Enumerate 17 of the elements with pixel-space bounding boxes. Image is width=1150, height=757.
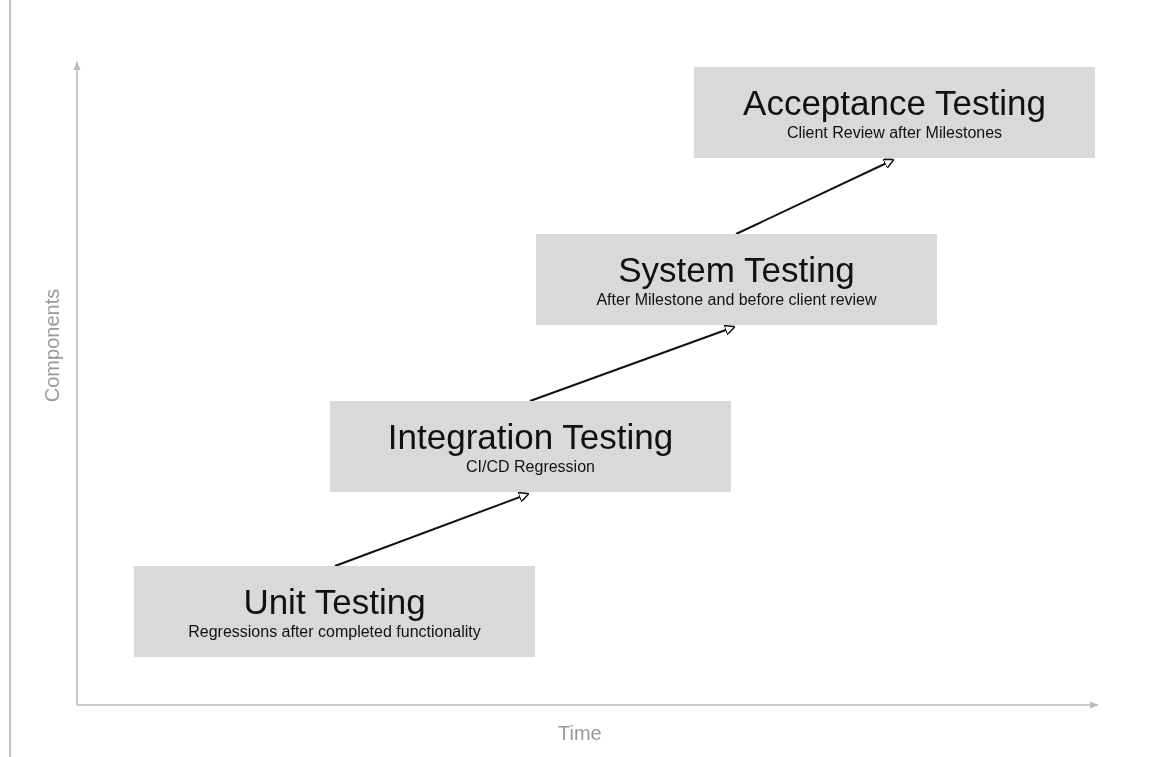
box-title: System Testing — [618, 249, 855, 290]
box-title: Acceptance Testing — [743, 82, 1046, 123]
arrow — [529, 324, 736, 402]
process-box — [536, 234, 937, 325]
box-title: Integration Testing — [387, 416, 674, 457]
box-subtitle: After Milestone and before client review — [596, 289, 877, 310]
box-title: Unit Testing — [243, 581, 426, 622]
box-subtitle: Client Review after Milestones — [786, 122, 1003, 143]
process-box — [694, 67, 1095, 158]
axis-label: Time — [558, 722, 602, 745]
axis-label: Components — [40, 288, 64, 402]
process-box — [134, 566, 535, 657]
box-subtitle: Regressions after completed functionality — [188, 621, 481, 642]
process-box — [330, 401, 731, 492]
arrow — [735, 158, 895, 235]
arrow — [334, 491, 530, 567]
box-subtitle: CI/CD Regression — [466, 456, 595, 477]
